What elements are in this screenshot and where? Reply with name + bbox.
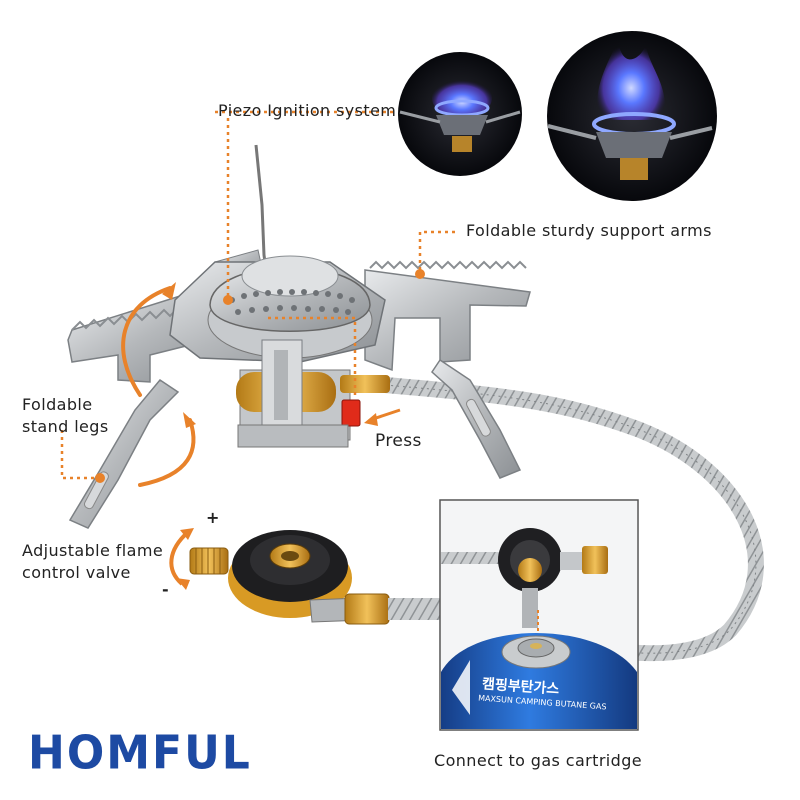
cartridge-label: Connect to gas cartridge [434, 751, 643, 770]
piezo-label: Piezo Ignition system [218, 101, 397, 120]
support-arms-label: Foldable sturdy support arms [466, 221, 712, 240]
press-arrow-icon [364, 413, 378, 426]
flame-valve-label: Adjustable flame control valve [22, 540, 163, 584]
flame-photo-large [547, 31, 717, 201]
stand-legs-line2: stand legs [22, 417, 109, 436]
gas-cartridge [441, 633, 637, 729]
stove [67, 144, 531, 529]
hose-connector [340, 375, 390, 393]
stand-legs-label: Foldable stand legs [22, 394, 109, 438]
valve-plus-sign: + [206, 508, 220, 527]
flame-control-valve [189, 530, 448, 625]
flame-photo-small [398, 52, 522, 176]
arrow-head-icon [162, 282, 176, 300]
piezo-button [341, 399, 361, 427]
flame-valve-line2: control valve [22, 563, 131, 582]
flame-valve-line1: Adjustable flame [22, 541, 164, 560]
leader-lines [60, 110, 455, 480]
cartridge-inset [439, 499, 639, 731]
press-label: Press [375, 431, 422, 451]
rotate-arrow-icon [169, 530, 190, 586]
valve-minus-sign: - [162, 580, 169, 599]
arrow-head-icon [183, 412, 196, 428]
stand-legs-line1: Foldable [22, 395, 93, 414]
brand-logo: HOMFUL [28, 726, 252, 781]
support-arm-right [364, 269, 531, 372]
fold-arrows [121, 286, 196, 487]
